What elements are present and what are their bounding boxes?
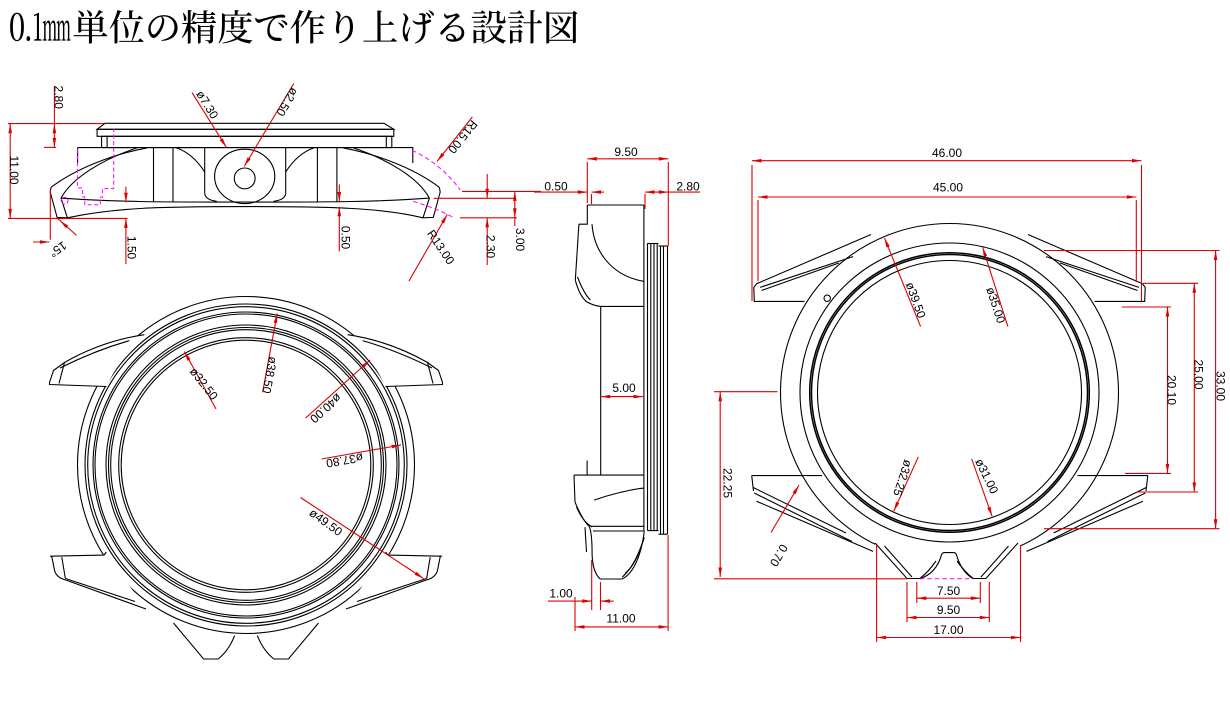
svg-text:46.00: 46.00: [932, 146, 962, 160]
svg-text:2.80: 2.80: [51, 86, 65, 110]
svg-text:3.00: 3.00: [513, 228, 527, 252]
svg-text:1.50: 1.50: [124, 236, 138, 260]
svg-text:1.00: 1.00: [549, 587, 573, 601]
svg-text:2.30: 2.30: [483, 235, 497, 259]
svg-text:25.00: 25.00: [1191, 359, 1205, 389]
svg-text:ø37.80: ø37.80: [325, 450, 365, 470]
svg-text:17.00: 17.00: [933, 623, 963, 637]
svg-text:0.50: 0.50: [544, 180, 568, 194]
svg-text:2.80: 2.80: [676, 180, 700, 194]
svg-text:33.00: 33.00: [1213, 371, 1227, 401]
svg-text:22.25: 22.25: [721, 468, 735, 498]
svg-text:7.50: 7.50: [937, 584, 961, 598]
svg-text:0.50: 0.50: [338, 226, 352, 250]
svg-text:20.10: 20.10: [1164, 375, 1178, 405]
svg-text:5.00: 5.00: [612, 381, 636, 395]
svg-text:11.00: 11.00: [606, 611, 635, 625]
svg-text:45.00: 45.00: [933, 181, 963, 195]
svg-text:9.50: 9.50: [937, 603, 961, 617]
svg-text:11.00: 11.00: [7, 155, 21, 184]
svg-text:9.50: 9.50: [614, 145, 638, 159]
